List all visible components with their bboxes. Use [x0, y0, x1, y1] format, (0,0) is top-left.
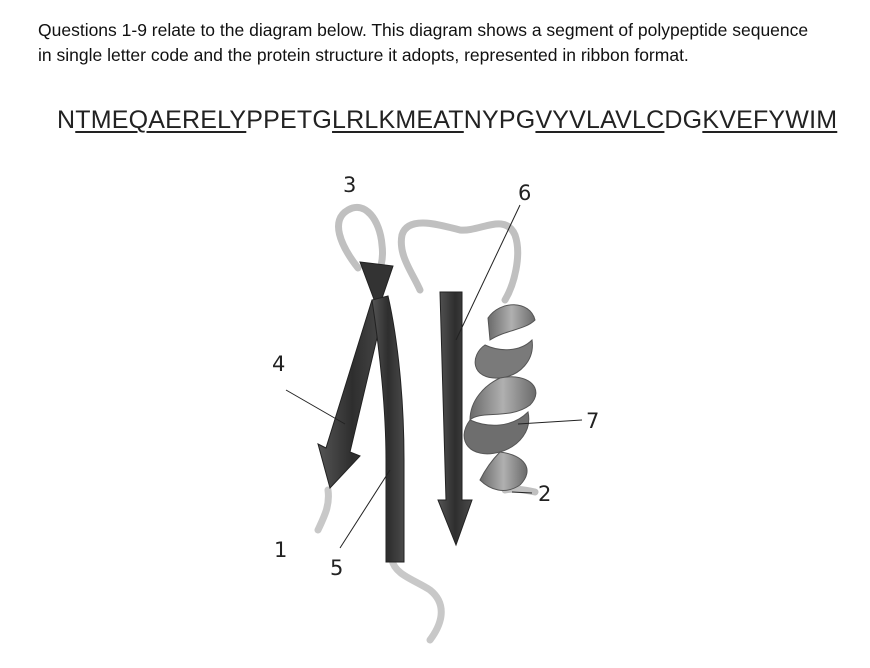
label-4: 4 [272, 352, 285, 376]
polypeptide-sequence: NTMEQAERELYPPETGLRLKMEATNYPGVYVLAVLCDGKV… [57, 106, 837, 135]
n-terminal-loop [314, 486, 332, 534]
question-text: Questions 1-9 relate to the diagram belo… [38, 18, 858, 68]
top-left-loop [335, 204, 386, 284]
beta-strand-3-head [359, 261, 394, 312]
top-right-loop [397, 219, 522, 304]
sequence-segment-underlined: TMEQAERELY [75, 106, 247, 134]
leader-line-6 [455, 204, 521, 341]
label-leader-lines [285, 204, 583, 549]
sequence-segment: NYPG [463, 106, 536, 134]
leader-line-2 [511, 491, 533, 494]
sequence-segment-underlined: VYVLAVLC [535, 106, 665, 134]
label-3: 3 [343, 173, 356, 197]
question-line-1: Questions 1-9 relate to the diagram belo… [38, 20, 809, 40]
beta-strand-6 [437, 291, 473, 547]
sequence-segment-underlined: LRLKMEAT [332, 106, 464, 134]
leader-line-7 [517, 419, 583, 425]
label-5: 5 [330, 556, 343, 580]
label-6: 6 [518, 181, 531, 205]
question-line-2: in single letter code and the protein st… [38, 45, 689, 65]
alpha-helix-7 [463, 304, 537, 491]
sequence-segment: N [57, 106, 76, 134]
sequence-segment: DG [664, 106, 703, 134]
sequence-segment-underlined: KVEFYWIM [702, 106, 838, 134]
leader-line-4 [285, 389, 346, 425]
beta-strand-5 [371, 295, 405, 563]
label-2: 2 [538, 482, 551, 506]
label-7: 7 [586, 409, 599, 433]
bottom-loop [388, 556, 445, 644]
label-1: 1 [274, 538, 287, 562]
sequence-segment: PPETG [246, 106, 333, 134]
leader-line-5 [339, 469, 391, 549]
beta-strand-4 [317, 299, 387, 489]
